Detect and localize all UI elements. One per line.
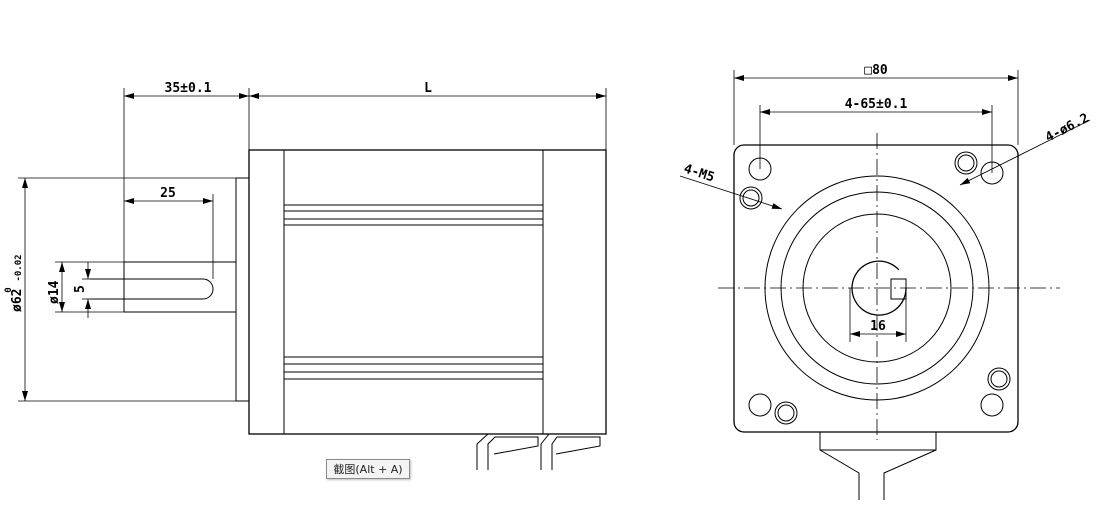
motor-body [248, 149, 607, 435]
dim-hole-spacing [759, 105, 993, 173]
dim-key-length-label: 25 [160, 186, 176, 201]
shaft-section [851, 260, 907, 316]
pilot-outer-circle [764, 175, 990, 401]
dim-pilot-dia-label: ø62 [10, 289, 25, 312]
hole-top-left-tapped-inner [742, 189, 760, 207]
leader-through-holes [959, 119, 1091, 186]
pilot-boss [235, 177, 250, 402]
shaft [123, 261, 236, 313]
dim-flat-width-label: 16 [870, 319, 886, 334]
dim-pilot-tol-upper: 0 [4, 287, 14, 292]
front-view: □80 4-65±0.1 4-ø6.2 4-M5 16 [679, 63, 1092, 500]
dim-shaft-length-label: 35±0.1 [165, 81, 212, 96]
cable-exit [819, 432, 937, 500]
dim-key-width [82, 262, 91, 318]
flange-square [733, 144, 1019, 433]
hole-bottom-right [980, 393, 1004, 417]
dim-through-holes-label: 4-ø6.2 [1043, 111, 1092, 146]
hole-top-right-tapped-inner [957, 154, 975, 172]
mounting-holes [739, 151, 1011, 425]
dim-pilot-dia [18, 177, 236, 402]
dim-key-length [124, 194, 214, 279]
dim-shaft-dia [55, 261, 124, 313]
keyway-slot [90, 278, 214, 300]
dim-flange-square-label: □80 [864, 63, 888, 78]
dim-hole-spacing-label: 4-65±0.1 [845, 97, 908, 112]
screenshot-tooltip: 截图(Alt + A) [326, 459, 410, 479]
hole-bottom-right-tapped-inner [990, 370, 1008, 388]
hole-top-left-tapped [739, 186, 763, 210]
hole-top-right-tapped [954, 151, 978, 175]
side-view: 35±0.1 L 25 ø62 0 -0.02 ø14 [4, 81, 607, 470]
shaft-key [890, 278, 907, 300]
dim-shaft-dia-label: ø14 [47, 280, 62, 304]
dim-pilot-tol-lower: -0.02 [14, 254, 24, 281]
dim-flange-square [733, 70, 1019, 145]
hole-bottom-left-tapped [774, 401, 798, 425]
pilot-inner-circle [780, 191, 974, 385]
hole-bottom-left-tapped-inner [777, 404, 795, 422]
dim-body-length-label: L [424, 81, 432, 96]
hole-bottom-left [748, 393, 772, 417]
bearing-circle [802, 213, 952, 363]
body-grooves [284, 204, 543, 380]
dim-key-width-label: 5 [73, 285, 88, 293]
dim-shaft-length [123, 88, 250, 312]
dim-flat-width [849, 288, 907, 342]
dim-body-length [249, 88, 607, 150]
leader-threaded-holes [679, 175, 783, 210]
motor-leads [476, 433, 601, 470]
hole-bottom-right-tapped [987, 367, 1011, 391]
